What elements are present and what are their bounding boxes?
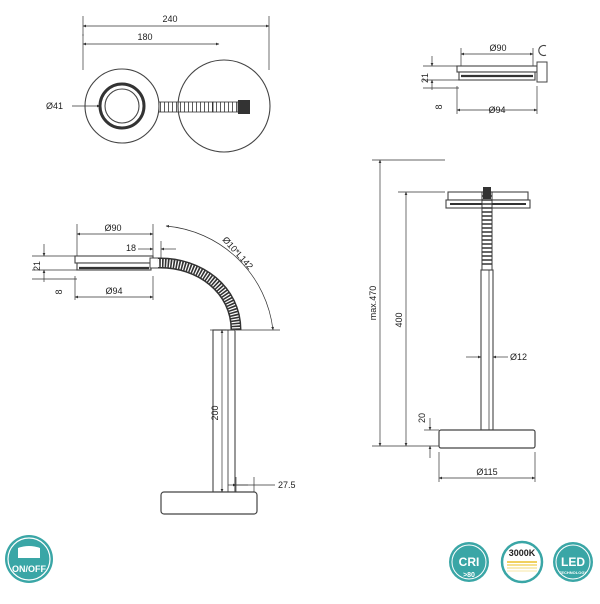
power-switch-icon bbox=[18, 546, 40, 558]
lamp-front-view: max.470 400 Ø12 bbox=[368, 159, 536, 482]
arc-dim bbox=[165, 224, 275, 331]
label-d12: Ø12 bbox=[510, 352, 527, 362]
label-d115: Ø115 bbox=[476, 467, 497, 477]
label-d90-small: Ø90 bbox=[489, 43, 506, 53]
label-arm: Ø10*L142 bbox=[221, 235, 256, 272]
label-180: 180 bbox=[137, 32, 152, 42]
label-400: 400 bbox=[394, 312, 404, 327]
lamp-side-view: Ø90 18 21 8 Ø94 Ø10*L142 bbox=[32, 223, 296, 515]
label-d90: Ø90 bbox=[104, 223, 121, 233]
badge-onoff: ON/OFF bbox=[5, 535, 53, 583]
badge-cri-value: >80 bbox=[463, 572, 475, 579]
head-side-view: Ø90 21 8 Ø94 bbox=[420, 43, 548, 115]
label-max470: max.470 bbox=[368, 286, 378, 321]
front-base bbox=[438, 429, 536, 449]
badge-onoff-text: ON/OFF bbox=[12, 564, 46, 574]
label-d41: Ø41 bbox=[46, 101, 63, 111]
base bbox=[160, 491, 258, 515]
arm-top-2 bbox=[212, 101, 239, 113]
badge-cct-text: 3000K bbox=[509, 548, 536, 558]
head-inner-ring bbox=[98, 82, 146, 130]
label-21: 21 bbox=[32, 261, 42, 271]
gooseneck-arm-outline bbox=[157, 257, 242, 331]
badge-led-sub: TECHNOLOGY bbox=[559, 570, 588, 575]
badge-led: LED TECHNOLOGY bbox=[553, 542, 593, 582]
base-circle bbox=[177, 59, 271, 153]
arm-top bbox=[158, 101, 214, 113]
arm-joint bbox=[238, 100, 250, 114]
label-d94-small: Ø94 bbox=[488, 105, 505, 115]
label-8-small: 8 bbox=[434, 104, 444, 109]
front-pole bbox=[480, 269, 494, 431]
label-d94: Ø94 bbox=[105, 286, 122, 296]
label-20: 20 bbox=[417, 413, 427, 423]
badge-cct: 3000K bbox=[500, 540, 544, 584]
badge-cri: CRI >80 bbox=[449, 542, 489, 582]
badge-led-text: LED bbox=[561, 555, 585, 569]
badge-cri-text: CRI bbox=[459, 555, 480, 569]
label-8: 8 bbox=[54, 289, 64, 294]
label-18: 18 bbox=[126, 243, 136, 253]
label-240: 240 bbox=[162, 14, 177, 24]
top-view: 240 180 Ø41 bbox=[46, 14, 271, 153]
arm-stub bbox=[538, 44, 547, 57]
label-21-small: 21 bbox=[420, 73, 430, 83]
label-27-5: 27.5 bbox=[278, 480, 296, 490]
color-temperature-bars-icon bbox=[507, 561, 537, 572]
label-200: 200 bbox=[210, 405, 220, 420]
head-inner-circle bbox=[104, 88, 140, 124]
